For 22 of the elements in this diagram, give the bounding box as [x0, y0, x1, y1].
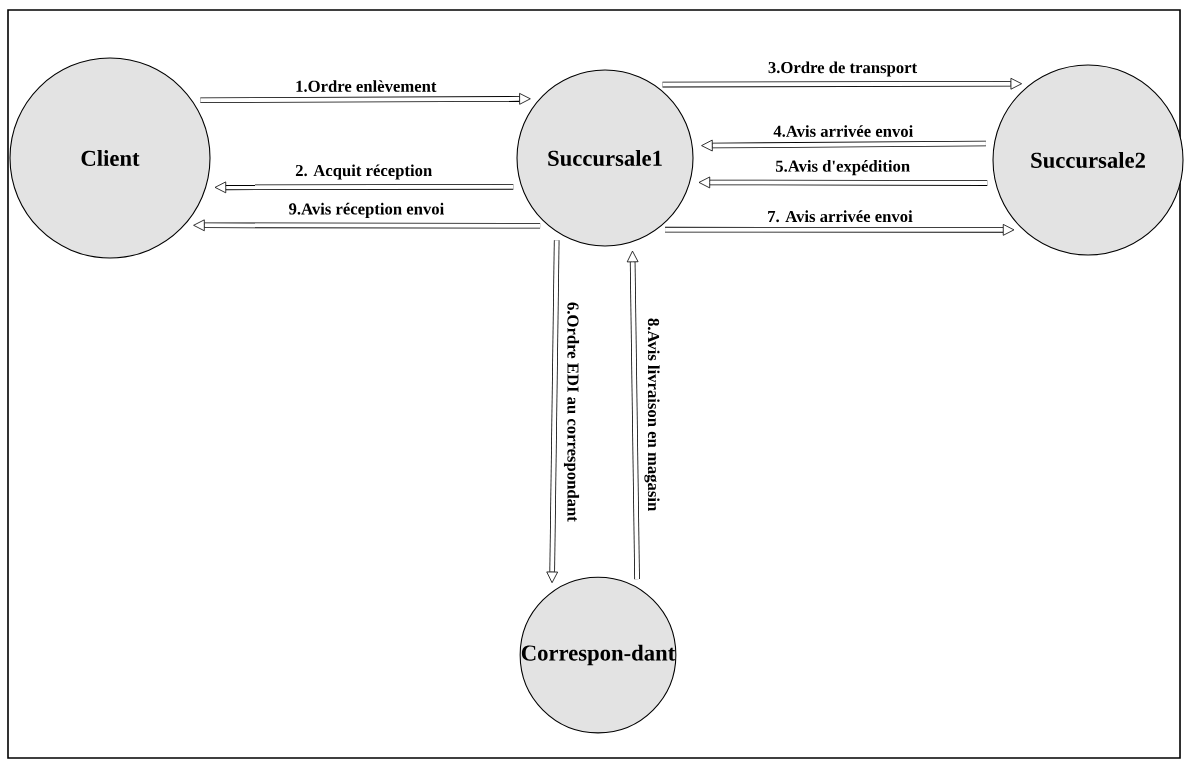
arrow — [214, 181, 514, 194]
circle-node: Client — [9, 57, 211, 259]
edge-label: 7. Avis arrivée envoi — [765, 209, 915, 224]
arrow — [193, 219, 541, 232]
arrow — [665, 224, 1015, 236]
edge-label: 1.Ordre enlèvement — [293, 78, 438, 94]
arrow — [200, 93, 531, 105]
edge-label: 5.Avis d'expédition — [773, 158, 912, 177]
circle-node: Correspon-dant — [519, 576, 677, 734]
circle-node: Succursale2 — [992, 64, 1184, 256]
edge-label: 8.Avis livraison en magasin — [643, 316, 661, 513]
arrow — [662, 77, 1022, 90]
arrow — [546, 240, 560, 584]
arrow — [626, 250, 640, 580]
arrow — [698, 176, 988, 189]
circle-node: Succursale1 — [516, 69, 694, 247]
edge-label: 3.Ordre de transport — [766, 60, 919, 78]
edge-label: 9.Avis réception envoi — [287, 201, 446, 220]
edge-label: 4.Avis arrivée envoi — [772, 123, 915, 139]
arrow — [701, 139, 986, 152]
edge-label: 6.Ordre EDI au correspondant — [562, 300, 581, 524]
edge-label: 2. Acquit réception — [293, 163, 434, 181]
